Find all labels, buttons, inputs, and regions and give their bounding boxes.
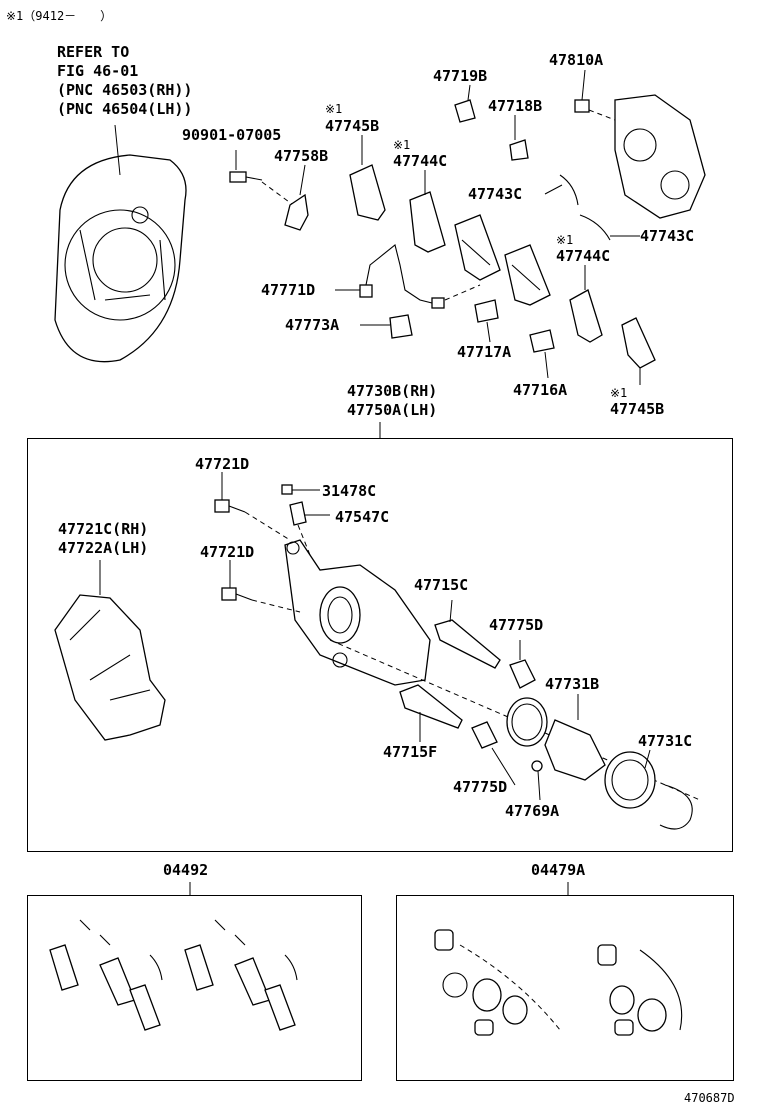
label-47758B: 47758B bbox=[274, 147, 329, 165]
slide-pins bbox=[399, 599, 536, 786]
refer-line-1: REFER TO bbox=[57, 43, 130, 61]
shim-47745B-top bbox=[349, 135, 386, 221]
note-47745B-top: ※1 bbox=[325, 102, 343, 116]
label-47719B: 47719B bbox=[433, 67, 488, 85]
shim-47745B-right bbox=[621, 317, 656, 385]
wear-sensor-47771D bbox=[335, 244, 481, 309]
refer-line-2: FIG 46-01 bbox=[57, 62, 139, 80]
label-47547C: 47547C bbox=[335, 508, 390, 526]
label-47743C-b: 47743C bbox=[640, 227, 695, 245]
note-47744C-top: ※1 bbox=[393, 138, 411, 152]
label-47721D-a: 47721D bbox=[195, 455, 250, 473]
label-47722A: 47722A(LH) bbox=[58, 539, 149, 557]
kit-04479A-frame bbox=[396, 895, 734, 1081]
bleeder-parts bbox=[281, 484, 330, 556]
footer-code: 470687D bbox=[684, 1091, 735, 1105]
backing-plate bbox=[54, 124, 187, 363]
header-note: ※1（9412－ ） bbox=[6, 9, 113, 23]
caliper-body bbox=[284, 539, 431, 686]
label-47744C-right: 47744C bbox=[556, 247, 611, 265]
kit-04479A-drawing bbox=[434, 882, 683, 1036]
label-47769A: 47769A bbox=[505, 802, 560, 820]
piston-set bbox=[506, 694, 693, 830]
clips-lower bbox=[474, 299, 555, 379]
mounting-bracket bbox=[54, 560, 166, 741]
label-47718B: 47718B bbox=[488, 97, 543, 115]
label-47721C: 47721C(RH) bbox=[58, 520, 149, 538]
label-31478C: 31478C bbox=[322, 482, 377, 500]
label-47745B-right: 47745B bbox=[610, 400, 665, 418]
refer-line-4: (PNC 46504(LH)) bbox=[57, 100, 193, 118]
clip-47773A bbox=[360, 314, 413, 339]
note-47745B-right: ※1 bbox=[610, 386, 628, 400]
shim-47744C-top bbox=[409, 170, 446, 253]
caliper-group-frame bbox=[27, 438, 733, 852]
label-47750A: 47750A(LH) bbox=[347, 401, 438, 419]
label-04492: 04492 bbox=[163, 861, 209, 879]
label-47745B-top: 47745B bbox=[325, 117, 380, 135]
label-47715F: 47715F bbox=[383, 743, 438, 761]
label-47744C-top: 47744C bbox=[393, 152, 448, 170]
label-47810A: 47810A bbox=[549, 51, 604, 69]
label-47773A: 47773A bbox=[285, 316, 340, 334]
refer-line-3: (PNC 46503(RH)) bbox=[57, 81, 193, 99]
spring-47743C bbox=[544, 174, 640, 241]
part-47758B bbox=[284, 164, 309, 231]
label-04479A: 04479A bbox=[531, 861, 586, 879]
label-47775D-b: 47775D bbox=[453, 778, 508, 796]
label-47771D: 47771D bbox=[261, 281, 316, 299]
label-47730B: 47730B(RH) bbox=[347, 382, 438, 400]
label-47715C: 47715C bbox=[414, 576, 469, 594]
caliper-assembly-top bbox=[574, 69, 706, 219]
label-90901-07005: 90901-07005 bbox=[182, 126, 282, 144]
label-47721D-b: 47721D bbox=[200, 543, 255, 561]
label-47743C-a: 47743C bbox=[468, 185, 523, 203]
label-47716A: 47716A bbox=[513, 381, 568, 399]
shim-47744C-right bbox=[569, 265, 603, 343]
label-47775D-a: 47775D bbox=[489, 616, 544, 634]
brake-pads bbox=[454, 214, 551, 306]
note-47744C-right: ※1 bbox=[556, 233, 574, 247]
label-47731B: 47731B bbox=[545, 675, 600, 693]
clips-upper bbox=[454, 84, 529, 161]
label-47731C: 47731C bbox=[638, 732, 693, 750]
label-47717A: 47717A bbox=[457, 343, 512, 361]
kit-04492-frame bbox=[27, 895, 362, 1081]
caliper-bolts bbox=[214, 472, 301, 613]
kit-04492-drawing bbox=[49, 882, 298, 1031]
